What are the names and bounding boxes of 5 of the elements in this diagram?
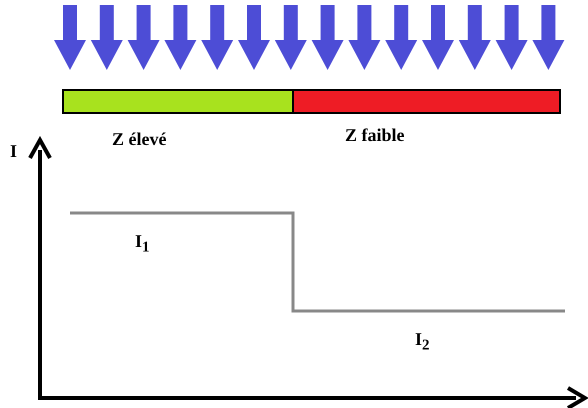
current-label: I$_{1}$ xyxy=(135,232,150,256)
axis-label: I xyxy=(10,142,18,160)
zone-label: Z élevé xyxy=(112,130,166,148)
zone-label: Z faible xyxy=(345,126,405,144)
current-label: I$_{2}$ xyxy=(415,330,430,354)
